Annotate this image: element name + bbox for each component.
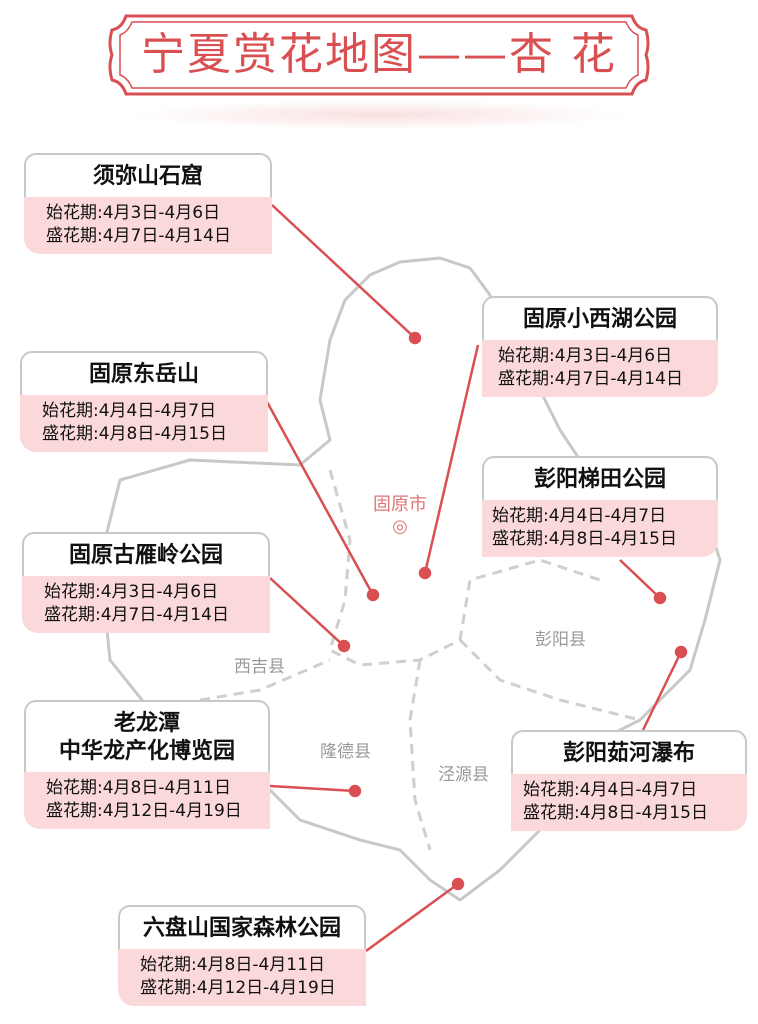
peak-period: 盛花期:4月12日-4月19日 [46,801,242,821]
start-period: 始花期:4月4日-4月7日 [523,780,698,800]
spot-name: 固原古雁岭公园 [22,532,270,576]
start-period: 始花期:4月3日-4月6日 [44,582,219,602]
spot-name: 彭阳梯田公园 [482,456,718,500]
city-label: 固原市 ◎ [360,490,440,537]
spot-name: 固原小西湖公园 [482,296,718,340]
spot-card: 老龙潭中华龙产化博览园 始花期:4月8日-4月11日盛花期:4月12日-4月19… [24,700,270,829]
county-border [328,469,601,667]
spot-name-line2: 中华龙产化博览园 [58,739,235,764]
start-period: 始花期:4月8日-4月11日 [46,778,231,798]
spot-name: 六盘山国家森林公园 [118,905,366,949]
county-label: 泾源县 [438,765,489,785]
spot-marker [366,588,380,602]
title-shadow [130,100,630,130]
spot-name: 须弥山石窟 [24,153,272,197]
county-label: 隆德县 [320,742,371,762]
spot-name: 老龙潭 [113,711,180,736]
county-label: 西吉县 [234,657,285,677]
spot-card: 六盘山国家森林公园 始花期:4月8日-4月11日盛花期:4月12日-4月19日 [118,905,366,1006]
county-label: 彭阳县 [535,630,586,650]
peak-period: 盛花期:4月7日-4月14日 [44,605,229,625]
spot-marker [451,877,465,891]
start-period: 始花期:4月3日-4月6日 [46,203,221,223]
start-period: 始花期:4月3日-4月6日 [498,346,673,366]
peak-period: 盛花期:4月8日-4月15日 [523,803,708,823]
peak-period: 盛花期:4月8日-4月15日 [42,424,227,444]
county-border [408,659,432,851]
spot-marker [337,639,351,653]
peak-period: 盛花期:4月7日-4月14日 [498,369,683,389]
city-name: 固原市 [373,494,427,515]
county-border [199,658,331,702]
page-title: 宁夏赏花地图——杏 花 [141,29,617,80]
spot-marker [348,784,362,798]
spot-card: 彭阳茹河瀑布 始花期:4月4日-4月7日盛花期:4月8日-4月15日 [511,730,747,831]
spot-marker [674,645,688,659]
spot-card: 固原东岳山 始花期:4月4日-4月7日盛花期:4月8日-4月15日 [20,351,268,452]
spot-card: 彭阳梯田公园 始花期:4月4日-4月7日盛花期:4月8日-4月15日 [482,456,718,557]
spot-card: 须弥山石窟 始花期:4月3日-4月6日盛花期:4月7日-4月14日 [24,153,272,254]
city-marker-icon: ◎ [392,516,408,537]
spot-card: 固原小西湖公园 始花期:4月3日-4月6日盛花期:4月7日-4月14日 [482,296,718,397]
spot-marker [418,566,432,580]
peak-period: 盛花期:4月7日-4月14日 [46,226,231,246]
start-period: 始花期:4月4日-4月7日 [492,506,667,526]
peak-period: 盛花期:4月12日-4月19日 [140,978,336,998]
spot-marker [653,591,667,605]
county-border [458,638,641,722]
spot-name: 固原东岳山 [20,351,268,395]
spot-marker [408,331,422,345]
spot-card: 固原古雁岭公园 始花期:4月3日-4月6日盛花期:4月7日-4月14日 [22,532,270,633]
start-period: 始花期:4月8日-4月11日 [140,955,325,975]
title-frame [108,14,650,96]
start-period: 始花期:4月4日-4月7日 [42,401,217,421]
spot-name: 彭阳茹河瀑布 [511,730,747,774]
peak-period: 盛花期:4月8日-4月15日 [492,529,677,549]
